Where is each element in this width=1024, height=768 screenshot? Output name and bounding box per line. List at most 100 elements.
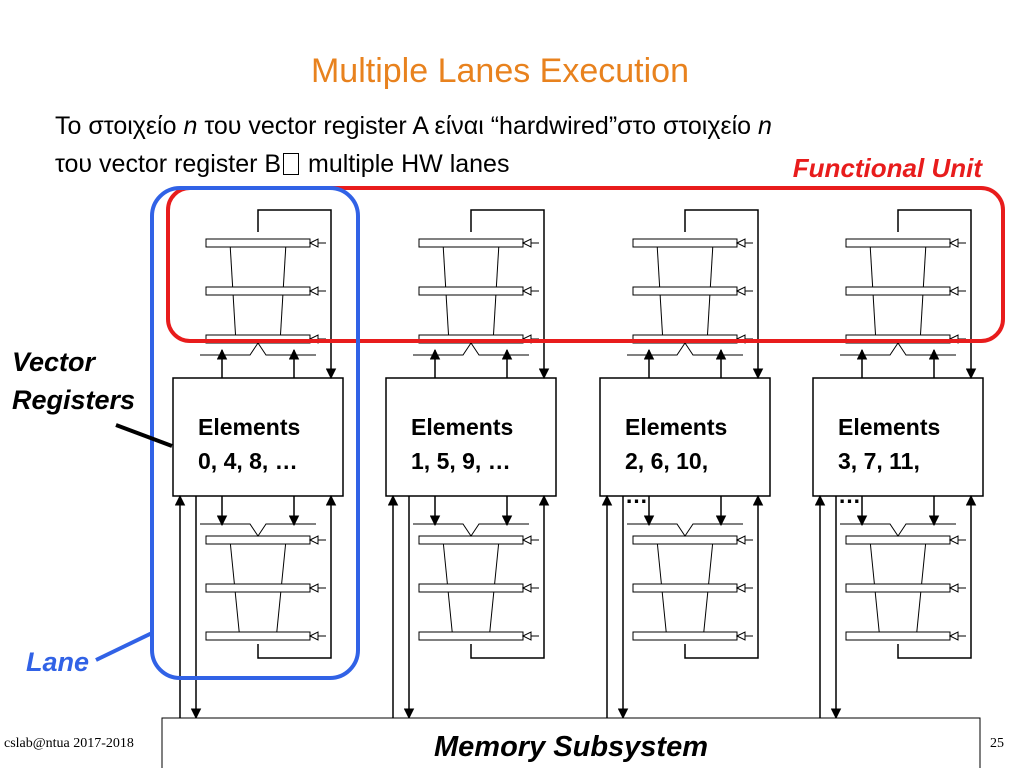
pipeline-register bbox=[845, 535, 951, 545]
pipeline-register bbox=[845, 286, 951, 296]
clock-triangle bbox=[948, 535, 959, 545]
lane-0-elements: Elements 0, 4, 8, … bbox=[198, 410, 300, 478]
pipeline-register bbox=[418, 535, 524, 545]
lane-3-elements: Elements 3, 7, 11, … bbox=[838, 410, 940, 512]
lane-highlight bbox=[150, 186, 360, 680]
clock-triangle bbox=[521, 583, 532, 593]
pipeline-register bbox=[205, 286, 311, 296]
pipeline-register bbox=[632, 631, 738, 641]
pipeline-register bbox=[418, 286, 524, 296]
pipeline-register bbox=[205, 583, 311, 593]
pipeline-input-join bbox=[840, 342, 956, 356]
vector-register-box bbox=[172, 377, 344, 497]
elements-heading: Elements bbox=[625, 414, 728, 440]
clock-triangle bbox=[308, 238, 319, 248]
elements-indices-cont: … bbox=[838, 482, 861, 508]
subtitle-text: multiple HW lanes bbox=[301, 150, 510, 178]
clock-triangle bbox=[308, 583, 319, 593]
pipeline-register bbox=[632, 535, 738, 545]
fu-output-feedback bbox=[470, 520, 545, 659]
pipeline-register bbox=[205, 535, 311, 545]
lane-1-elements: Elements 1, 5, 9, … bbox=[411, 410, 513, 478]
elements-indices: 1, 5, 9, … bbox=[411, 448, 511, 474]
clock-triangle bbox=[308, 631, 319, 641]
functional-unit-highlight bbox=[166, 186, 1005, 343]
elements-indices: 2, 6, 10, bbox=[625, 448, 709, 474]
clock-triangle bbox=[521, 535, 532, 545]
elements-heading: Elements bbox=[198, 414, 301, 440]
vector-registers-pointer bbox=[115, 423, 173, 448]
subtitle-text: Το στοιχείο bbox=[55, 112, 184, 140]
lane-pointer bbox=[95, 631, 153, 662]
subtitle-line-1: Το στοιχείο n του vector register A είνα… bbox=[55, 112, 772, 141]
vector-register-box bbox=[599, 377, 771, 497]
pipeline-input-join bbox=[413, 342, 529, 356]
clock-triangle bbox=[521, 286, 532, 296]
fu-output-feedback bbox=[257, 209, 332, 360]
subtitle-line-2: του vector register B multiple HW lanes bbox=[55, 150, 509, 179]
vector-registers-label-line: Vector bbox=[12, 347, 96, 377]
elements-indices-cont: … bbox=[625, 482, 648, 508]
fu-output-feedback bbox=[257, 520, 332, 659]
pipeline-input-join bbox=[200, 342, 316, 356]
missing-glyph-icon bbox=[283, 153, 300, 175]
pipeline-register bbox=[418, 238, 524, 248]
clock-triangle bbox=[735, 286, 746, 296]
clock-triangle bbox=[521, 631, 532, 641]
pipeline-input-join bbox=[200, 523, 316, 537]
lane-2-elements: Elements 2, 6, 10, … bbox=[625, 410, 727, 512]
pipeline-input-join bbox=[413, 523, 529, 537]
vector-register-box bbox=[812, 377, 984, 497]
lane-label: Lane bbox=[26, 647, 90, 677]
clock-triangle bbox=[521, 238, 532, 248]
pipeline-register bbox=[632, 583, 738, 593]
clock-triangle bbox=[308, 286, 319, 296]
clock-triangle bbox=[735, 583, 746, 593]
clock-triangle bbox=[735, 535, 746, 545]
fu-output-feedback bbox=[684, 520, 759, 659]
subtitle-n-italic: n bbox=[183, 112, 198, 140]
elements-indices: 0, 4, 8, … bbox=[198, 448, 298, 474]
fu-output-feedback bbox=[897, 209, 972, 360]
fu-output-feedback bbox=[897, 520, 972, 659]
memory-subsystem-box bbox=[161, 717, 981, 768]
pipeline-register bbox=[205, 631, 311, 641]
pipeline-input-join bbox=[840, 523, 956, 537]
pipeline-register bbox=[205, 238, 311, 248]
vector-register-box bbox=[385, 377, 557, 497]
clock-triangle bbox=[948, 631, 959, 641]
clock-triangle bbox=[948, 238, 959, 248]
fu-output-feedback bbox=[684, 209, 759, 360]
lane-2 bbox=[599, 238, 771, 641]
elements-heading: Elements bbox=[411, 414, 514, 440]
pipeline-register bbox=[632, 286, 738, 296]
vector-registers-label-line: Registers bbox=[12, 385, 136, 415]
page-number: 25 bbox=[990, 736, 1004, 751]
pipeline-register bbox=[418, 583, 524, 593]
pipeline-register bbox=[418, 631, 524, 641]
pipeline-register bbox=[845, 583, 951, 593]
pipeline-register bbox=[632, 238, 738, 248]
subtitle-n-italic: n bbox=[758, 112, 772, 140]
vector-registers-label: Vector Registers bbox=[12, 343, 135, 419]
clock-triangle bbox=[948, 583, 959, 593]
slide-title: Multiple Lanes Execution bbox=[310, 52, 689, 90]
memory-subsystem-label: Memory Subsystem bbox=[434, 731, 708, 763]
fu-output-feedback bbox=[470, 209, 545, 360]
elements-indices: 3, 7, 11, bbox=[838, 448, 920, 474]
subtitle-text: του vector register A είναι “hardwired”σ… bbox=[197, 112, 759, 140]
functional-unit-label: Functional Unit bbox=[792, 153, 982, 183]
clock-triangle bbox=[948, 286, 959, 296]
pipeline-register bbox=[845, 631, 951, 641]
clock-triangle bbox=[308, 535, 319, 545]
pipeline-input-join bbox=[627, 342, 743, 356]
lane-1 bbox=[385, 238, 557, 641]
clock-triangle bbox=[735, 238, 746, 248]
footer-credit: cslab@ntua 2017-2018 bbox=[4, 736, 134, 751]
subtitle-text: του vector register B bbox=[55, 150, 282, 178]
pipeline-input-join bbox=[627, 523, 743, 537]
clock-triangle bbox=[735, 631, 746, 641]
elements-heading: Elements bbox=[838, 414, 941, 440]
pipeline-register bbox=[845, 238, 951, 248]
